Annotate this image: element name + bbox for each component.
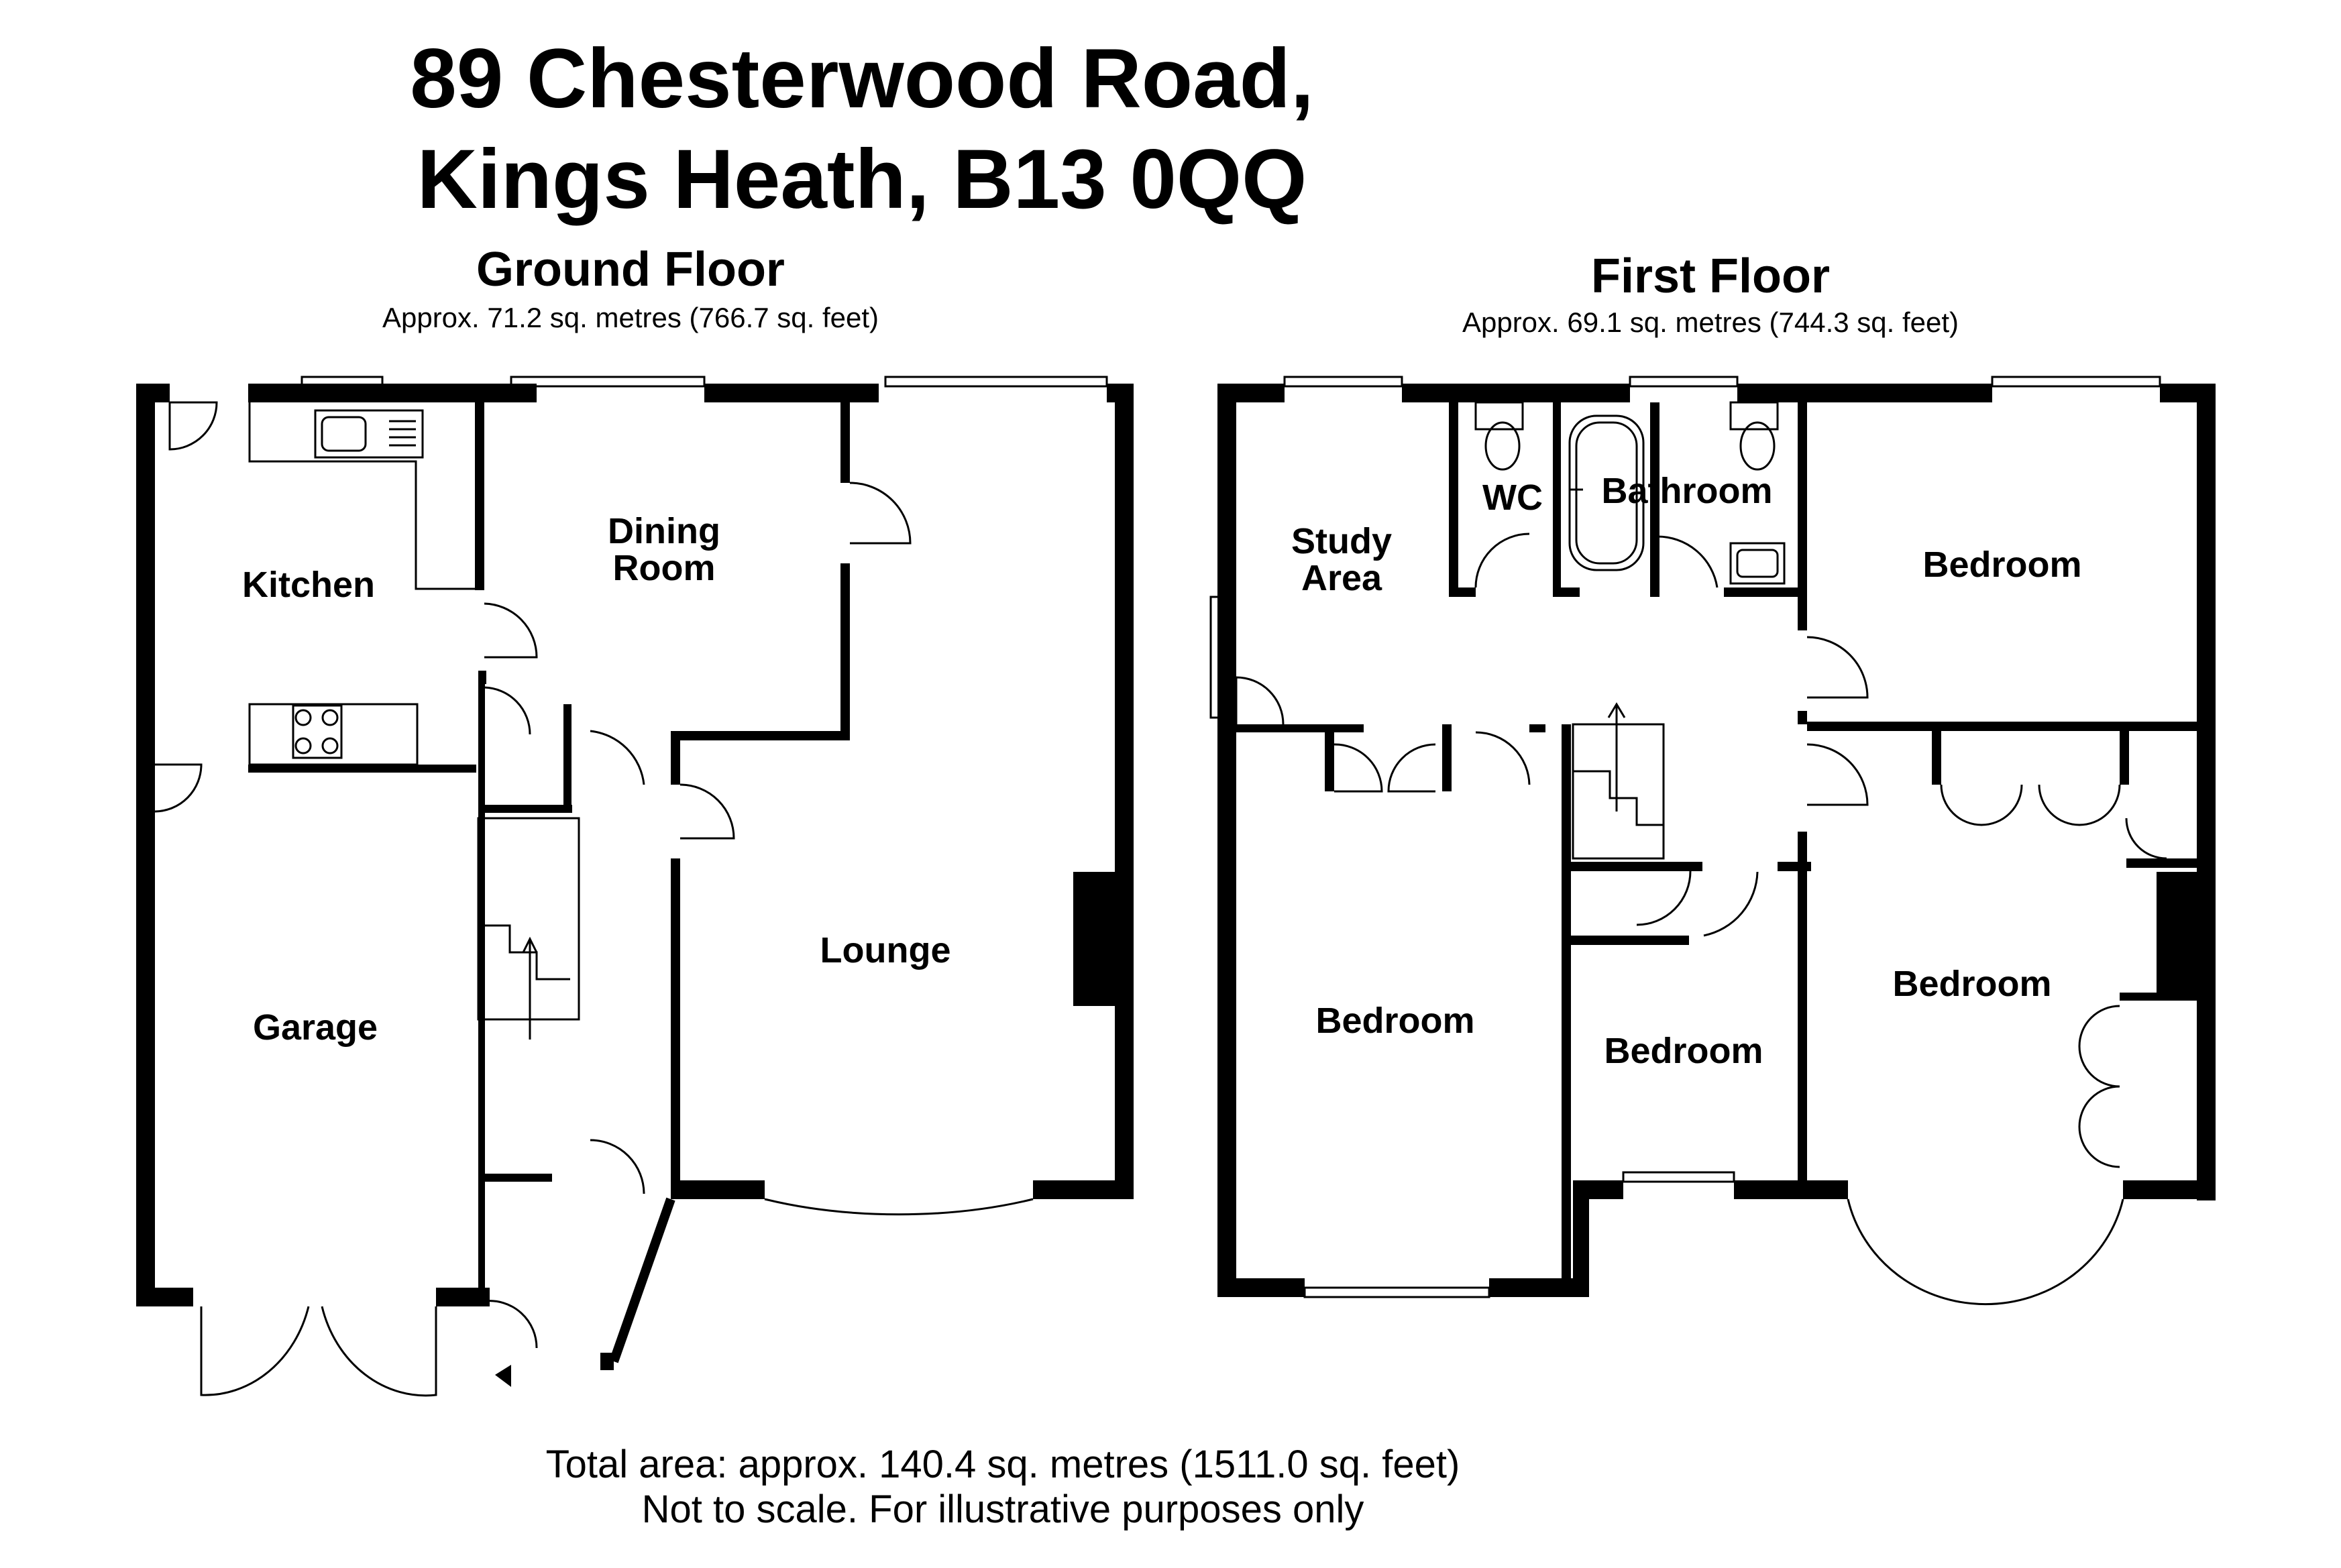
room-label-bathroom: Bathroom [1602, 471, 1773, 511]
ground-floor-plan: Kitchen Dining Room Garage Lounge [136, 376, 1134, 1397]
first-floor-room-labels: Study Area WC Bathroom Bedroom Bedroom B… [1291, 471, 2082, 1071]
ground-floor-title: Ground Floor [476, 243, 785, 296]
room-label-lounge: Lounge [820, 930, 951, 970]
room-label-bedroom-front-middle: Bedroom [1604, 1031, 1763, 1071]
ground-floor-walls [136, 384, 1134, 1306]
room-label-bedroom-front-left: Bedroom [1315, 1001, 1474, 1041]
room-label-garage: Garage [253, 1007, 378, 1048]
ground-floor-room-labels: Kitchen Dining Room Garage Lounge [242, 511, 951, 1048]
room-label-dining-line2: Room [613, 548, 716, 588]
ground-floor-area: Approx. 71.2 sq. metres (766.7 sq. feet) [382, 302, 879, 333]
footer-disclaimer: Not to scale. For illustrative purposes … [641, 1488, 1364, 1531]
room-label-bedroom-front-right: Bedroom [1892, 964, 2051, 1004]
footer-total-area: Total area: approx. 140.4 sq. metres (15… [545, 1443, 1460, 1486]
first-floor-area: Approx. 69.1 sq. metres (744.3 sq. feet) [1462, 306, 1959, 338]
room-label-kitchen: Kitchen [242, 565, 375, 605]
room-label-dining-line1: Dining [608, 511, 720, 551]
first-floor-fittings [1209, 376, 2167, 1306]
first-floor-plan: Study Area WC Bathroom Bedroom Bedroom B… [1209, 376, 2216, 1306]
property-address-line2: Kings Heath, B13 0QQ [417, 133, 1307, 226]
room-label-study-line2: Area [1301, 558, 1382, 598]
property-address-line1: 89 Chesterwood Road, [410, 32, 1314, 125]
entrance-arrow [495, 1365, 511, 1387]
ground-floor-fittings [154, 376, 1108, 1397]
room-label-study-line1: Study [1291, 521, 1392, 561]
first-floor-title: First Floor [1591, 249, 1830, 303]
room-label-wc: WC [1482, 478, 1543, 518]
room-label-bedroom-rear-right: Bedroom [1922, 545, 2081, 585]
first-floor-walls [1217, 384, 2216, 1297]
